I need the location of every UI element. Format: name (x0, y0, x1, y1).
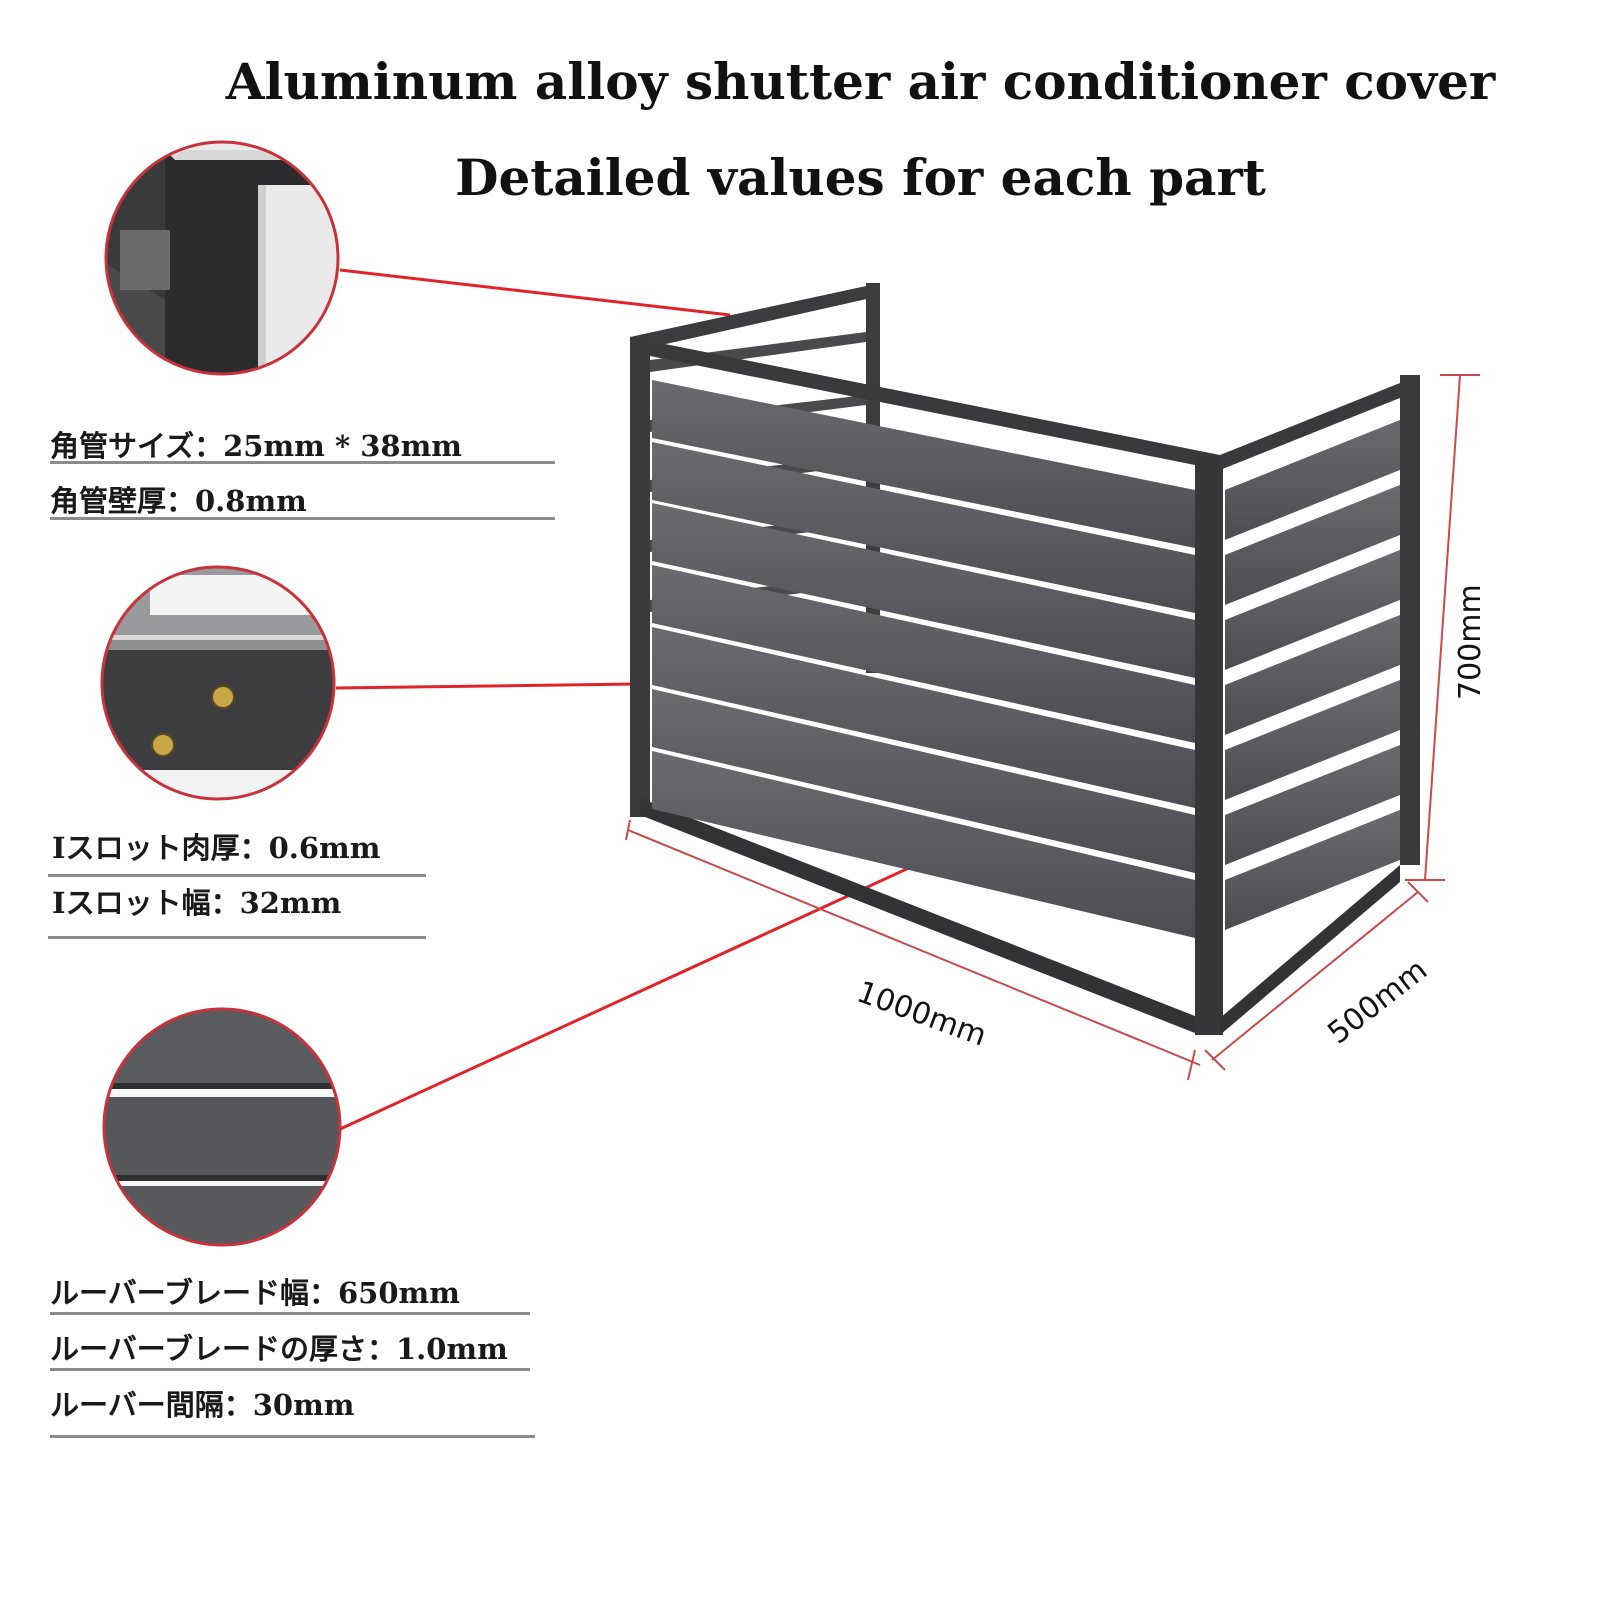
divider (50, 1312, 530, 1315)
divider (50, 1368, 530, 1371)
leader-lines (335, 268, 936, 1132)
dimension-height-label: 700mm (1453, 584, 1488, 700)
divider (50, 517, 555, 520)
dimension-lines (625, 374, 1480, 1081)
spec-slot-width: Iスロット幅：32mm (52, 886, 342, 920)
spec-square-tube-wall: 角管壁厚：0.8mm (50, 484, 307, 518)
spec-louver-spacing: ルーバー間隔：30mm (50, 1388, 355, 1422)
divider (50, 461, 555, 464)
spec-slot-thickness: Iスロット肉厚：0.6mm (52, 831, 381, 865)
detail-circle-louver (102, 1007, 342, 1247)
spec-square-tube-size: 角管サイズ：25mm * 38mm (50, 429, 462, 463)
divider (48, 874, 426, 877)
dimension-width-label: 1000mm (852, 975, 991, 1054)
spec-louver-blade-width: ルーバーブレード幅：650mm (50, 1276, 460, 1310)
divider (48, 936, 426, 939)
dimension-depth-label: 500mm (1321, 952, 1434, 1051)
spec-louver-blade-thickness: ルーバーブレードの厚さ：1.0mm (50, 1332, 508, 1366)
detail-circle-slot (100, 565, 336, 801)
divider (50, 1435, 535, 1438)
detail-circle-square-tube (104, 140, 340, 376)
ac-cover-illustration (630, 283, 1420, 1035)
page-title: Aluminum alloy shutter air conditioner c… (225, 52, 1496, 111)
page-subtitle: Detailed values for each part (455, 148, 1266, 207)
